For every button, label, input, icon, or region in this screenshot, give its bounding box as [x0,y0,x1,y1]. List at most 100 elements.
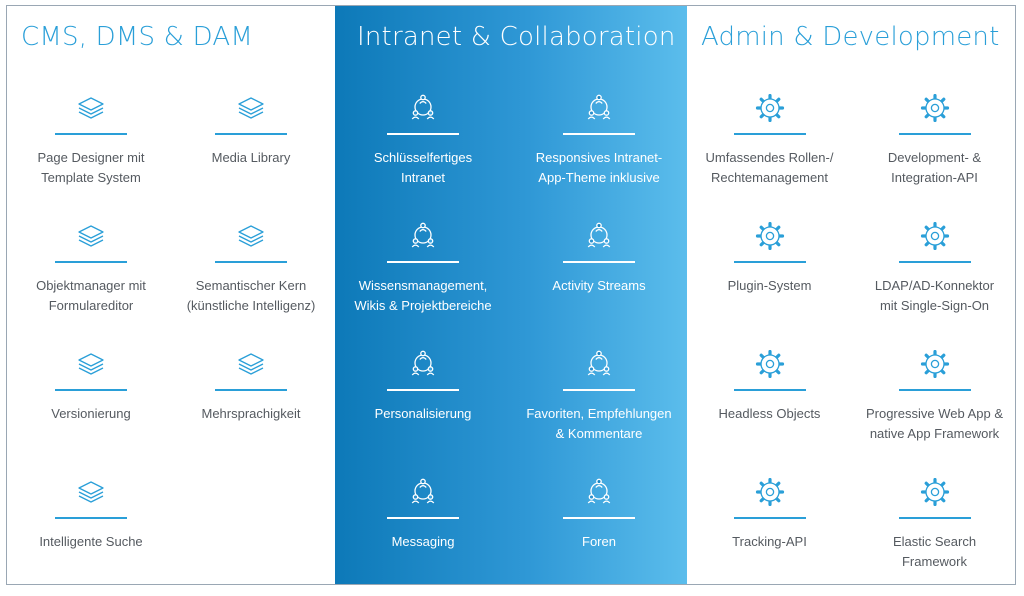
feature-item: Messaging [335,468,511,584]
feature-item: Development- & Integration-API [852,84,1015,212]
column-cms-dms-dam: CMS, DMS & DAM Page Designer mit Templat… [7,6,335,584]
feature-label: Headless Objects [718,406,821,421]
feature-divider [563,261,635,263]
people-network-icon [584,94,614,122]
feature-item: Elastic Search Framework [852,468,1015,584]
feature-item: Intelligente Suche [11,468,171,584]
feature-item: Page Designer mit Template System [11,84,171,212]
feature-label: Wissensmanagement, Wikis & Projektbereic… [354,278,492,313]
feature-label: LDAP/AD-Konnektor mit Single-Sign-On [874,278,995,313]
gear-icon [755,349,785,379]
feature-divider [55,389,127,391]
feature-divider [387,517,459,519]
people-network-icon [408,94,438,122]
feature-item: Schlüsselfertiges Intranet [335,84,511,212]
feature-item: Objektmanager mit Formulareditor [11,212,171,340]
feature-label: Umfassendes Rollen-/ Rechtemanagement [705,150,834,185]
people-network-icon [584,222,614,250]
feature-item: Progressive Web App & native App Framewo… [852,340,1015,468]
feature-label: Messaging [391,534,455,549]
feature-item: Plugin-System [687,212,852,340]
feature-grid-intranet: Schlüsselfertiges Intranet Responsives In… [335,84,687,584]
feature-divider [563,389,635,391]
feature-divider [898,133,971,135]
feature-divider [55,517,127,519]
gear-icon [920,221,950,251]
layers-icon [236,222,266,250]
column-admin-development: Admin & Development Umfassendes Rollen-/… [687,6,1015,584]
layers-icon [76,350,106,378]
feature-label: Page Designer mit Template System [37,150,145,185]
people-network-icon [408,478,438,506]
feature-grid-cms: Page Designer mit Template System Media L… [11,84,331,584]
feature-divider [733,261,806,263]
feature-label: Foren [582,534,616,549]
feature-divider [387,261,459,263]
feature-item: LDAP/AD-Konnektor mit Single-Sign-On [852,212,1015,340]
people-network-icon [584,478,614,506]
feature-overview: CMS, DMS & DAM Page Designer mit Templat… [6,5,1016,585]
feature-label: Development- & Integration-API [887,150,982,185]
feature-grid-admin: Umfassendes Rollen-/ Rechtemanagement Dev… [687,84,1015,584]
gear-icon [755,221,785,251]
feature-label: Media Library [211,150,291,165]
feature-divider [898,261,971,263]
feature-label: Schlüsselfertiges Intranet [373,150,473,185]
layers-icon [76,222,106,250]
feature-item: Tracking-API [687,468,852,584]
gear-icon [755,93,785,123]
layers-icon [236,94,266,122]
feature-label: Tracking-API [732,534,807,549]
feature-label: Activity Streams [552,278,646,293]
gear-icon [920,477,950,507]
people-network-icon [408,222,438,250]
feature-label: Personalisierung [374,406,472,421]
feature-divider [733,517,806,519]
feature-divider [563,133,635,135]
feature-item: Media Library [171,84,331,212]
gear-icon [920,93,950,123]
feature-item: Umfassendes Rollen-/ Rechtemanagement [687,84,852,212]
column-title-intranet: Intranet & Collaboration [357,22,676,52]
feature-item: Foren [511,468,687,584]
feature-label: Progressive Web App & native App Framewo… [865,406,1004,441]
feature-item: Versionierung [11,340,171,468]
feature-label: Semantischer Kern (künstliche Intelligen… [186,278,316,313]
feature-label: Favoriten, Empfehlungen & Kommentare [526,406,672,441]
people-network-icon [408,350,438,378]
layers-icon [76,94,106,122]
feature-item: Headless Objects [687,340,852,468]
column-intranet-collaboration: Intranet & Collaboration Schlüsselfertig… [335,6,687,584]
layers-icon [236,350,266,378]
feature-divider [898,517,971,519]
feature-item: Activity Streams [511,212,687,340]
feature-item: Favoriten, Empfehlungen & Kommentare [511,340,687,468]
feature-divider [387,133,459,135]
feature-divider [733,389,806,391]
gear-icon [755,477,785,507]
feature-label: Responsives Intranet- App-Theme inklusiv… [535,150,663,185]
column-title-admin: Admin & Development [701,22,1000,52]
feature-divider [55,261,127,263]
feature-label: Plugin-System [727,278,812,293]
feature-divider [387,389,459,391]
people-network-icon [584,350,614,378]
feature-label: Elastic Search Framework [892,534,977,569]
feature-item: Personalisierung [335,340,511,468]
feature-divider [898,389,971,391]
feature-divider [215,261,287,263]
gear-icon [920,349,950,379]
feature-item: Wissensmanagement, Wikis & Projektbereic… [335,212,511,340]
feature-item: Responsives Intranet- App-Theme inklusiv… [511,84,687,212]
feature-divider [733,133,806,135]
feature-label: Intelligente Suche [39,534,143,549]
feature-item: Mehrsprachigkeit [171,340,331,468]
feature-divider [563,517,635,519]
feature-label: Mehrsprachigkeit [201,406,301,421]
feature-label: Versionierung [51,406,131,421]
feature-item: Semantischer Kern (künstliche Intelligen… [171,212,331,340]
feature-label: Objektmanager mit Formulareditor [36,278,146,313]
layers-icon [76,478,106,506]
column-title-cms: CMS, DMS & DAM [21,22,253,52]
feature-divider [215,389,287,391]
